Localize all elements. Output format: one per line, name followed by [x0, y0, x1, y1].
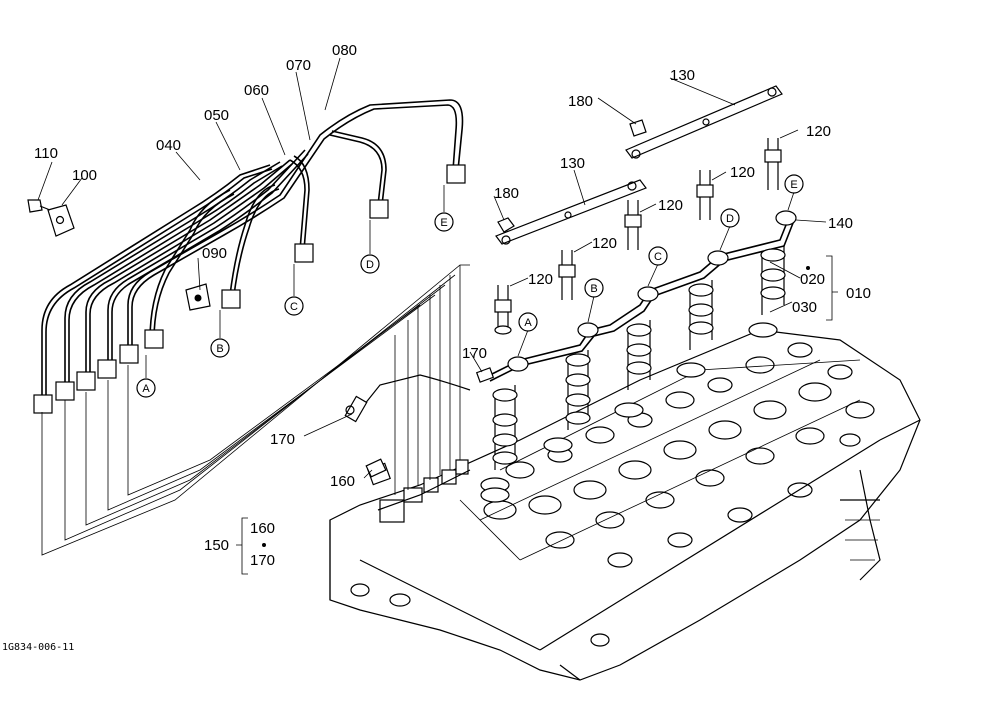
label-160a: 160	[330, 473, 355, 490]
label-170b: 170	[270, 431, 295, 448]
svg-text:D: D	[726, 213, 734, 225]
svg-text:B: B	[216, 343, 223, 355]
label-180b: 180	[494, 185, 519, 202]
pipe-nuts	[33, 164, 466, 414]
label-130a: 130	[670, 67, 695, 84]
diagram-code: 1G834-006-11	[2, 642, 74, 653]
head-recesses	[350, 342, 875, 647]
svg-text:E: E	[440, 217, 447, 229]
label-060: 060	[244, 82, 269, 99]
pipe-clamp-assembly	[27, 199, 211, 311]
glow-plug-1	[494, 285, 512, 335]
marker-left-d: D	[360, 220, 380, 274]
label-160b: 160	[250, 520, 275, 537]
svg-text:A: A	[142, 383, 150, 395]
leader-lines	[37, 57, 838, 575]
svg-text:A: A	[524, 317, 532, 329]
glow-plugs	[494, 138, 782, 335]
injection-pipes	[33, 99, 470, 556]
label-120a: 120	[806, 123, 831, 140]
marker-left-a: A	[136, 355, 156, 398]
glow-plug-4	[696, 170, 714, 220]
marker-right-c: C	[647, 246, 668, 287]
label-120d: 120	[592, 235, 617, 252]
label-170c: 170	[250, 552, 275, 569]
label-050: 050	[204, 107, 229, 124]
label-140: 140	[828, 215, 853, 232]
injector-5	[748, 245, 786, 338]
label-080: 080	[332, 42, 357, 59]
marker-right-d: D	[719, 208, 740, 251]
svg-text:D: D	[366, 259, 374, 271]
injector-2	[543, 350, 591, 453]
label-150: 150	[204, 537, 229, 554]
marker-left-c: C	[284, 264, 304, 316]
label-120e: 120	[528, 271, 553, 288]
marker-right-e: E	[784, 174, 804, 211]
svg-text:C: C	[290, 301, 298, 313]
label-040: 040	[156, 137, 181, 154]
svg-text:E: E	[790, 179, 797, 191]
glow-plug-3	[624, 200, 642, 250]
injector-3	[614, 320, 652, 418]
label-020: 020	[800, 271, 825, 288]
marker-left-b: B	[210, 310, 230, 358]
connection-markers: A B C D E A B C D E	[136, 174, 804, 398]
overflow-pipe	[344, 210, 797, 478]
label-180a: 180	[568, 93, 593, 110]
marker-right-b: B	[584, 278, 604, 323]
label-070: 070	[286, 57, 311, 74]
label-120c: 120	[658, 197, 683, 214]
part-labels: 080 070 060 050 040 110 100 090 130 130 …	[2, 42, 871, 653]
label-110: 110	[34, 145, 58, 162]
label-130b: 130	[560, 155, 585, 172]
label-170a: 170	[462, 345, 487, 362]
svg-text:B: B	[590, 283, 597, 295]
glow-plug-5	[764, 138, 782, 190]
marker-right-a: A	[517, 312, 538, 357]
cylinder-head-drawing	[329, 329, 921, 681]
glow-plug-leads	[495, 85, 783, 245]
label-100: 100	[72, 167, 97, 184]
label-120b: 120	[730, 164, 755, 181]
return-pipe-loops	[41, 264, 470, 556]
injector-1	[480, 385, 518, 503]
marker-left-e: E	[434, 185, 454, 232]
label-090: 090	[202, 245, 227, 262]
svg-text:C: C	[654, 251, 662, 263]
glow-plug-2	[558, 250, 576, 300]
label-010: 010	[846, 285, 871, 302]
injector-4	[676, 280, 714, 378]
nozzle-holders	[480, 245, 786, 503]
label-030: 030	[792, 299, 817, 316]
